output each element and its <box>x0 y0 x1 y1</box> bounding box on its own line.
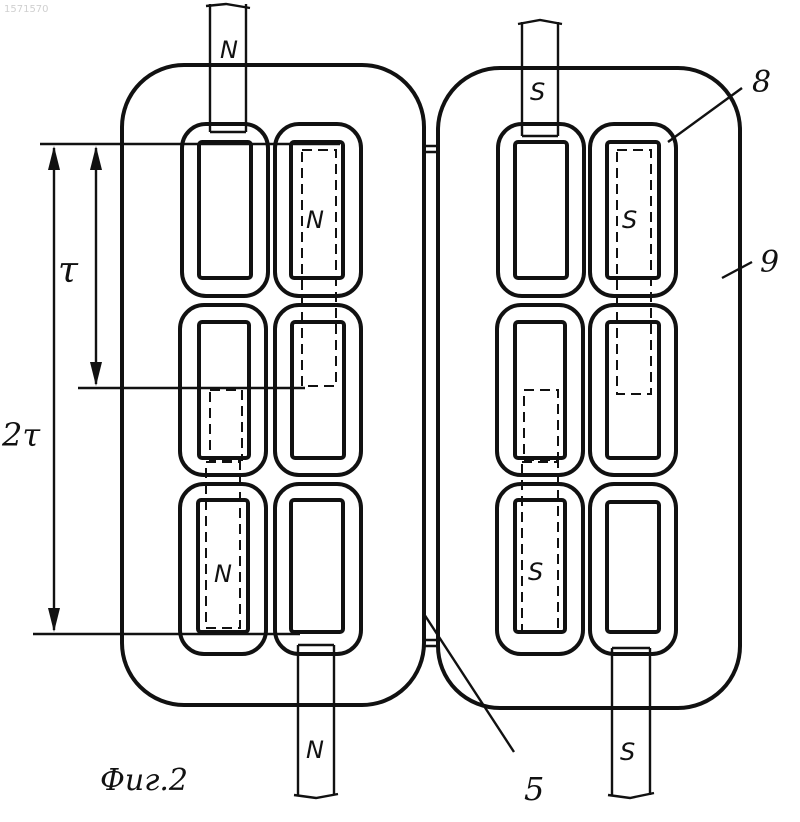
left-coil-r3c2 <box>275 484 361 654</box>
tau-label: τ <box>58 250 79 291</box>
left-coil-r3c1: N <box>180 462 266 654</box>
right-top-strip: S <box>518 20 562 136</box>
left-bottom-strip: N <box>294 645 338 798</box>
pole-label-right-top: S <box>530 78 545 106</box>
dimension-tau <box>90 146 102 386</box>
two-tau-label: 2τ <box>1 416 41 454</box>
right-coil-r3c1: S <box>497 462 583 654</box>
figure-caption: Фиг.2 <box>100 763 188 798</box>
left-coil-r1c2: N <box>275 124 361 386</box>
right-coil-r2c2 <box>590 305 676 475</box>
right-coil-r2c1 <box>497 305 583 475</box>
callout-5: 5 <box>524 770 544 808</box>
pole-label-left-coil-bottom: N <box>214 560 232 588</box>
left-top-strip: N <box>206 4 250 132</box>
callouts: 8 9 5 <box>424 65 779 808</box>
right-coil-r1c2: S <box>590 124 676 394</box>
pole-label-left-coil-top: N <box>306 206 324 234</box>
pole-label-right-coil-bottom: S <box>528 558 543 586</box>
dimension-2tau <box>48 146 60 632</box>
pole-label-right-bottom: S <box>620 738 635 766</box>
panel-connector <box>424 146 438 646</box>
right-coil-r3c2 <box>590 484 676 654</box>
right-panel: S S S S <box>438 20 740 798</box>
pole-label-left-bottom: N <box>306 736 324 764</box>
left-coil-r2c1 <box>180 305 266 475</box>
pole-label-left-top: N <box>220 36 238 64</box>
left-coil-r2c2 <box>275 305 361 475</box>
callout-9: 9 <box>760 245 779 280</box>
right-bottom-strip: S <box>608 648 654 798</box>
pole-label-right-coil-top: S <box>622 206 637 234</box>
left-panel: N N N N <box>122 4 424 798</box>
callout-8: 8 <box>752 65 771 100</box>
watermark: 1571570 <box>4 4 49 15</box>
left-coil-r1c1 <box>182 124 268 296</box>
right-coil-r1c1 <box>498 124 584 296</box>
